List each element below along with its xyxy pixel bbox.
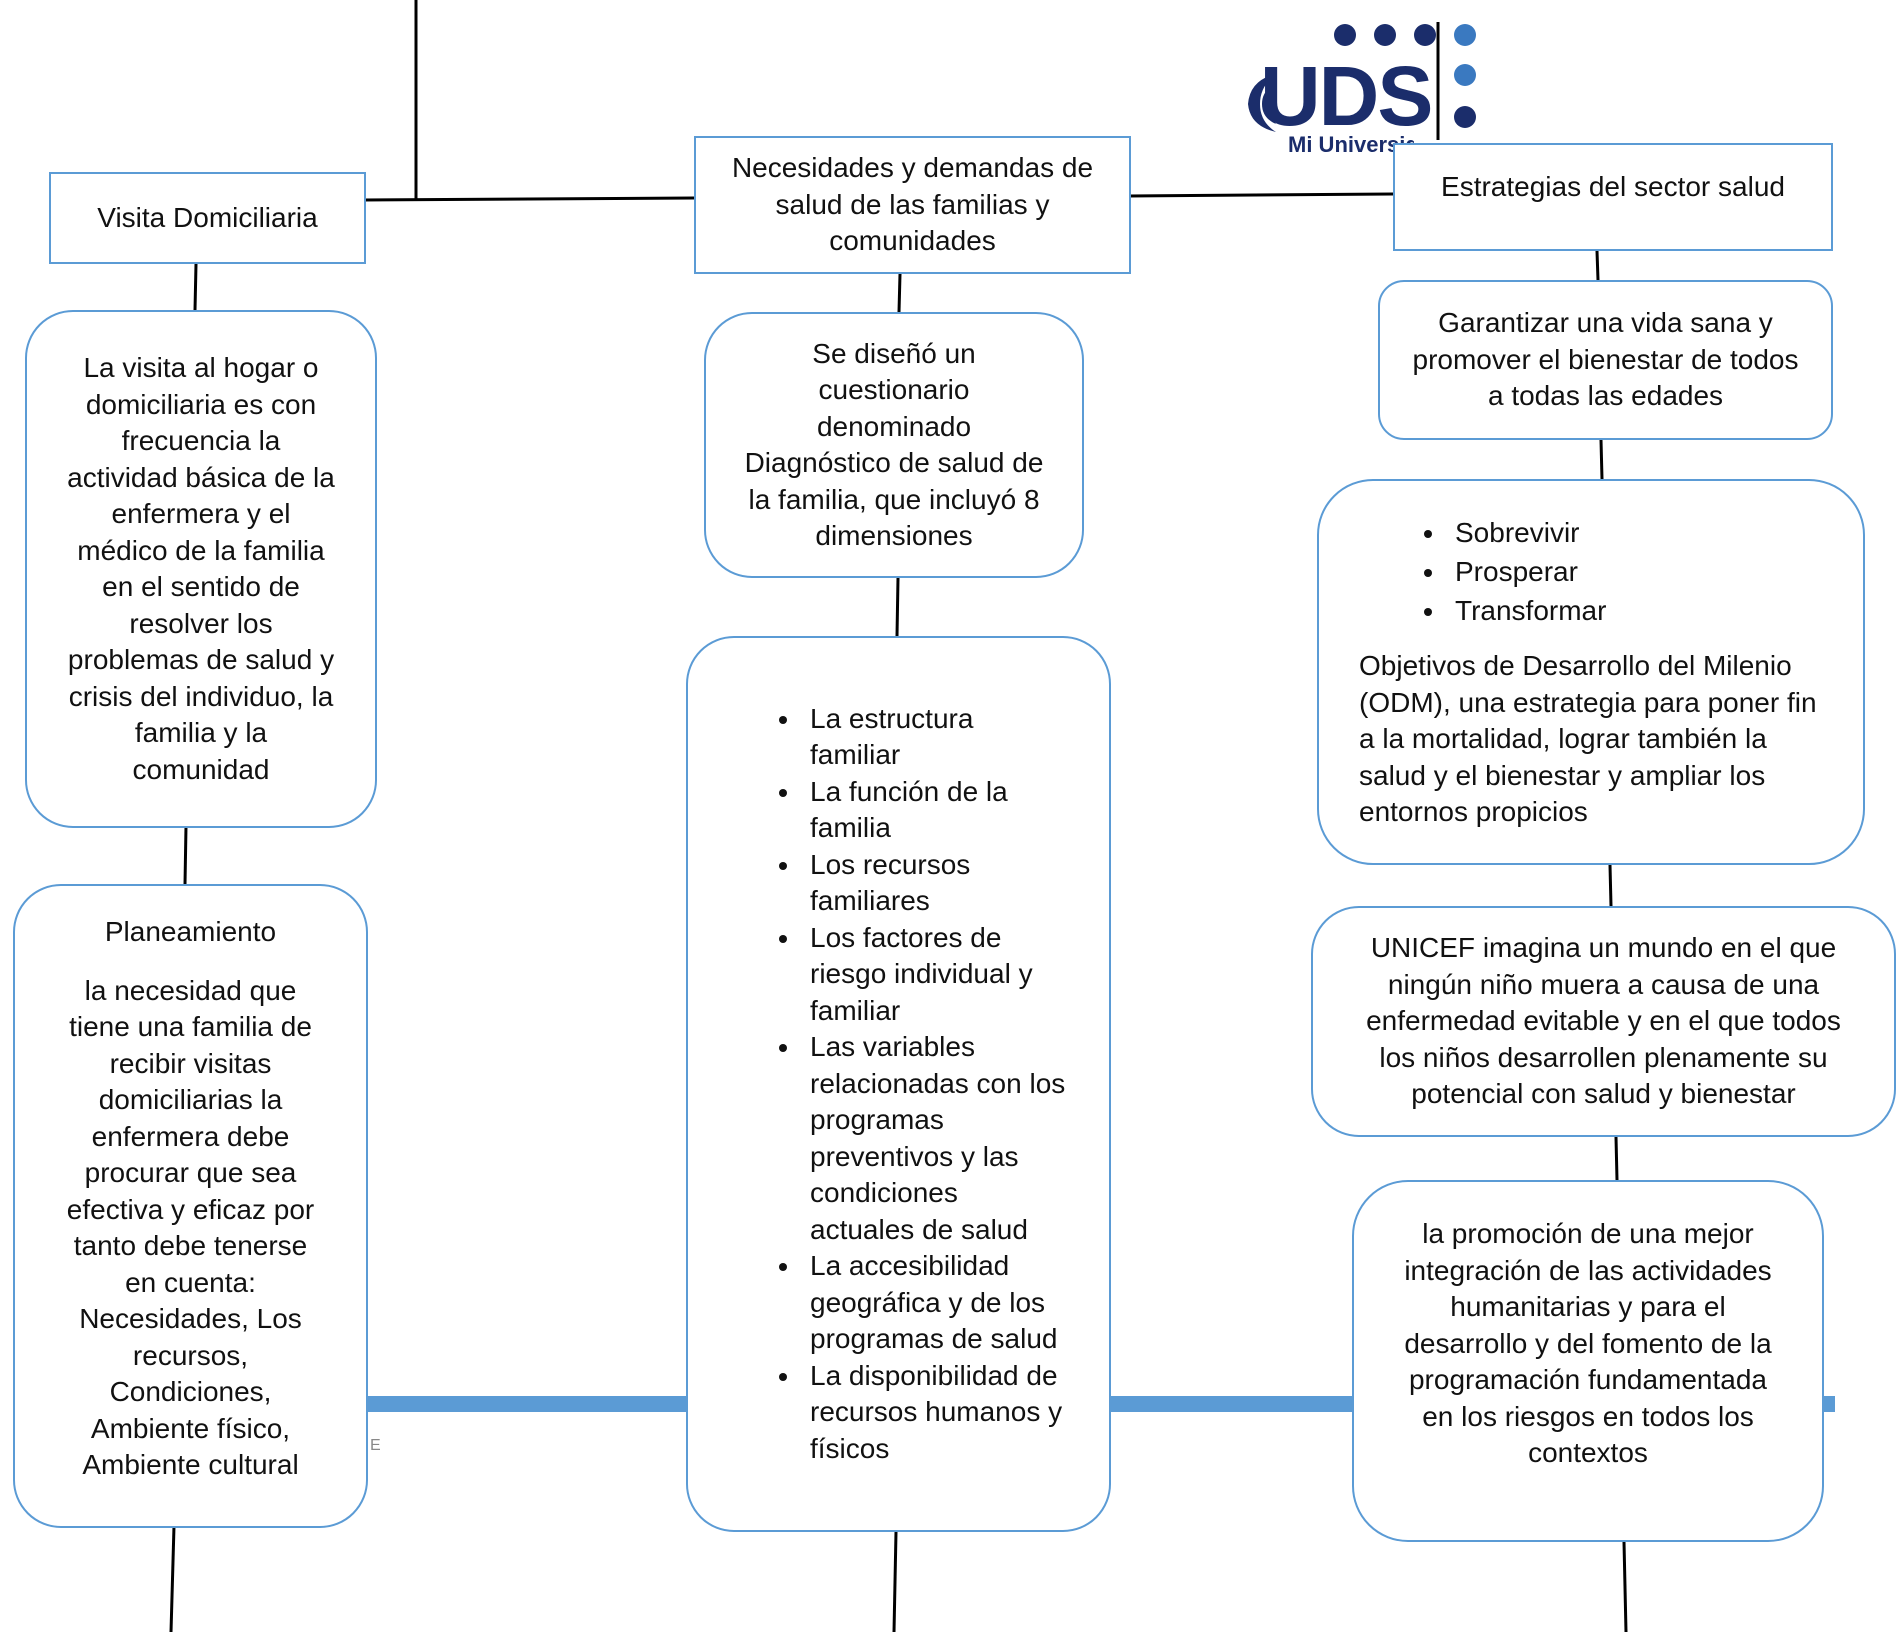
list-item: La función de la familia — [802, 774, 1069, 847]
list-item: Las variables relacionadas con los progr… — [802, 1029, 1069, 1248]
list-item: La disponibilidad de recursos humanos y … — [802, 1358, 1069, 1468]
uds-logo: UDS Mi Universidad — [1238, 14, 1493, 160]
header-link-right — [1128, 192, 1394, 198]
header-label: Estrategias del sector salud — [1441, 171, 1785, 202]
visita-description: La visita al hogar o domiciliaria es con… — [67, 352, 335, 785]
right-link-3 — [1608, 864, 1613, 907]
logo-dot — [1454, 106, 1476, 128]
list-item: Prosperar — [1447, 552, 1606, 591]
logo-dot — [1374, 24, 1396, 46]
visita-description-box: La visita al hogar o domiciliaria es con… — [25, 310, 377, 828]
right-link-5 — [1622, 1541, 1628, 1632]
odm-text: Objetivos de Desarrollo del Milenio (ODM… — [1359, 650, 1817, 828]
list-item: Los factores de riesgo individual y fami… — [802, 920, 1069, 1030]
logo-dot — [1334, 24, 1356, 46]
list-item: La estructura familiar — [802, 701, 1069, 774]
garantizar-box: Garantizar una vida sana y promover el b… — [1378, 280, 1833, 440]
left-link-1 — [193, 263, 198, 311]
planeamiento-text: la necesidad que tiene una familia de re… — [66, 974, 315, 1481]
logo-dot — [1454, 24, 1476, 46]
right-link-4 — [1614, 1136, 1619, 1181]
garantizar-text: Garantizar una vida sana y promover el b… — [1412, 307, 1799, 412]
promocion-box: la promoción de una mejor integración de… — [1352, 1180, 1824, 1542]
planeamiento-title: Planeamiento — [104, 916, 277, 947]
planeamiento-box: Planeamiento la necesidad que tiene una … — [13, 884, 368, 1528]
header-necesidades: Necesidades y demandas de salud de las f… — [694, 136, 1131, 274]
logo-word: UDS — [1260, 49, 1433, 143]
list-item: Transformar — [1447, 591, 1606, 630]
left-link-3 — [169, 1525, 176, 1632]
right-link-1 — [1595, 250, 1600, 281]
header-estrategias: Estrategias del sector salud — [1393, 143, 1833, 251]
stray-mark: E — [370, 1437, 381, 1454]
pillars-list: Sobrevivir Prosperar Transformar — [1359, 513, 1606, 630]
logo-wing-icon — [1248, 74, 1276, 132]
logo-dot — [1454, 64, 1476, 86]
cuestionario-description: Se diseñó un cuestionario denominado Dia… — [744, 337, 1044, 552]
logo-dot — [1414, 24, 1436, 46]
list-item: Sobrevivir — [1447, 513, 1606, 552]
cuestionario-box: Se diseñó un cuestionario denominado Dia… — [704, 312, 1084, 578]
header-label: Visita Domiciliaria — [97, 201, 318, 233]
center-link-1 — [897, 273, 902, 313]
header-visita-domiciliaria: Visita Domiciliaria — [49, 172, 366, 264]
list-item: Los recursos familiares — [802, 847, 1069, 920]
left-link-2 — [183, 825, 188, 885]
header-link-left — [363, 196, 695, 202]
list-item: La accesibilidad geográfica y de los pro… — [802, 1248, 1069, 1358]
dimensiones-list: La estructura familiar La función de la … — [712, 701, 1069, 1468]
center-link-3 — [892, 1531, 898, 1632]
promocion-text: la promoción de una mejor integración de… — [1404, 1218, 1772, 1469]
unicef-text: UNICEF imagina un mundo en el que ningún… — [1366, 932, 1841, 1110]
unicef-box: UNICEF imagina un mundo en el que ningún… — [1311, 906, 1896, 1137]
dimensiones-box: La estructura familiar La función de la … — [686, 636, 1111, 1532]
odm-box: Sobrevivir Prosperar Transformar Objetiv… — [1317, 479, 1865, 865]
header-label: Necesidades y demandas de salud de las f… — [731, 152, 1094, 257]
right-link-2 — [1599, 439, 1604, 480]
center-link-2 — [895, 577, 900, 637]
